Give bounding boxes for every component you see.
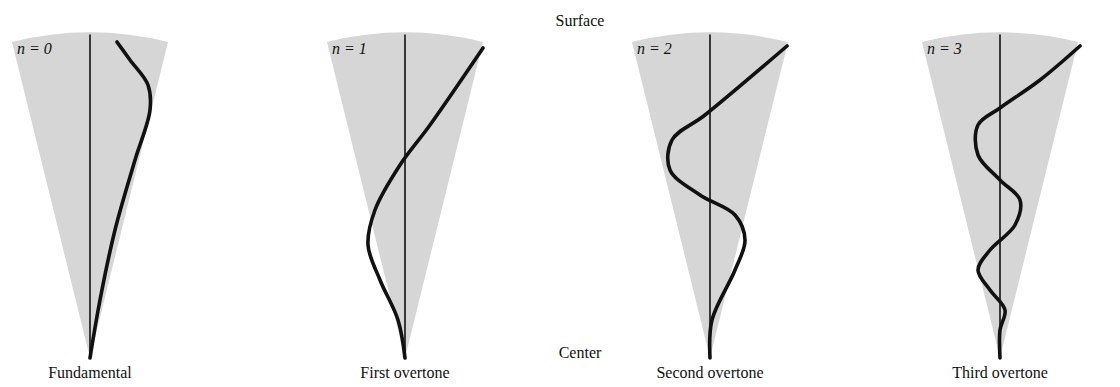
mode-wedge: n = 3 [915,28,1085,360]
wedge-illustration [625,28,795,368]
wedge-shape [12,33,168,358]
mode-curve [368,48,483,358]
wedge-illustration [5,28,175,368]
position-label: Center [470,344,690,362]
wedge-shape [922,33,1078,358]
mode-number: n = 2 [637,40,672,58]
mode-wedge: n = 2 [625,28,795,360]
wedge-shape [632,33,788,358]
axis-line [709,35,711,358]
mode-number: n = 1 [332,40,367,58]
wedge-illustration [915,28,1085,368]
mode-curve [668,46,787,358]
mode-wedge: n = 1 [320,28,490,360]
axis-line [999,35,1001,358]
mode-wedge: n = 0 [5,28,175,360]
mode-caption: Third overtone [890,364,1110,382]
axis-line [89,35,91,358]
mode-caption: First overtone [295,364,515,382]
mode-number: n = 0 [17,40,52,58]
mode-curve [90,42,151,358]
mode-number: n = 3 [927,40,962,58]
axis-line [404,35,406,358]
mode-curve [975,46,1080,358]
mode-caption: Second overtone [600,364,820,382]
wedge-shape [327,33,483,358]
position-label: Surface [470,12,690,30]
mode-caption: Fundamental [0,364,200,382]
wedge-illustration [320,28,490,368]
